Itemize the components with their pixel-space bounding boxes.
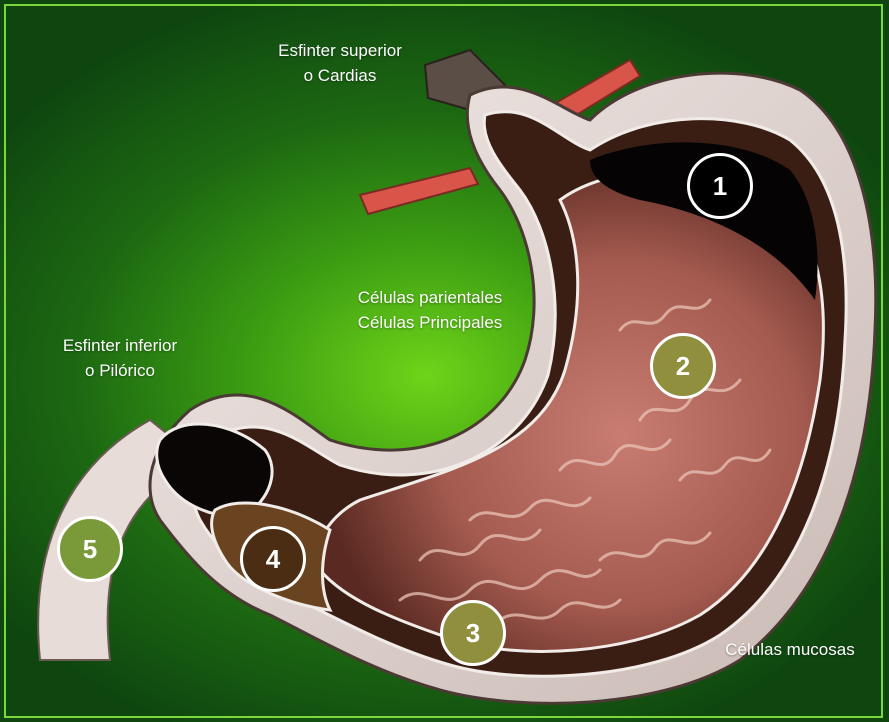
label-cardias-line2: o Cardias [250,63,430,88]
label-cardias: Esfinter superior o Cardias [250,38,430,88]
blood-vessel-lower [360,168,478,214]
marker-5: 5 [57,516,123,582]
label-pilorico: Esfinter inferior o Pilórico [30,333,210,383]
label-mucosas: Células mucosas [700,637,880,662]
marker-2: 2 [650,333,716,399]
label-pilorico-line2: o Pilórico [30,358,210,383]
marker-4: 4 [240,526,306,592]
label-principales: Células Principales [320,310,540,335]
label-cell-types: Células parientales Células Principales [320,285,540,335]
label-parietales: Células parientales [320,285,540,310]
label-cardias-line1: Esfinter superior [250,38,430,63]
marker-3: 3 [440,600,506,666]
marker-1: 1 [687,153,753,219]
label-pilorico-line1: Esfinter inferior [30,333,210,358]
